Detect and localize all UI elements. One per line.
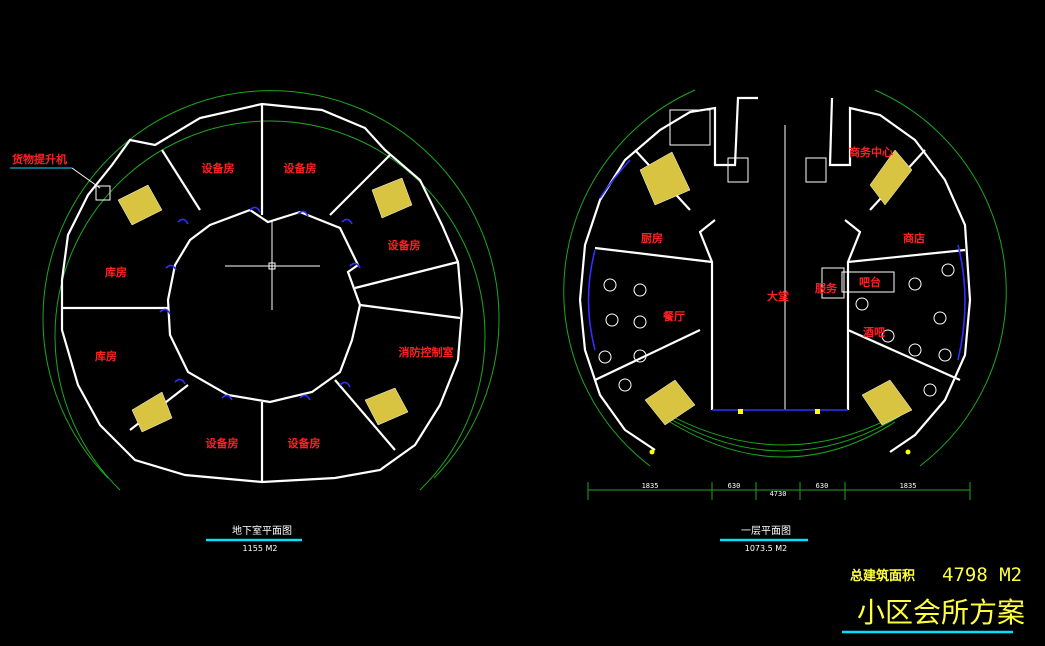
basement-room-equipment-5: 设备房 xyxy=(288,436,321,450)
grid-point-left xyxy=(649,449,655,455)
basement-core-wall xyxy=(166,208,362,404)
project-title: 小区会所方案 xyxy=(857,596,1025,629)
freight-lift-callout: 货物提升机 xyxy=(10,152,111,201)
basement-room-equipment-2: 设备房 xyxy=(284,161,317,175)
floor-outer-wall-right xyxy=(828,97,972,453)
basement-room-equipment-4: 设备房 xyxy=(206,436,239,450)
dim-1: 1835 xyxy=(642,482,659,490)
basement-plan-area: 1155 M2 xyxy=(243,544,278,553)
right-wing-walls xyxy=(821,149,966,382)
floor-openings xyxy=(587,159,966,411)
basement-outer-wall xyxy=(60,102,464,484)
dim-3: 4730 xyxy=(770,490,787,498)
basement-room-equipment-1: 设备房 xyxy=(202,161,235,175)
floor-room-business-center: 商务中心 xyxy=(849,145,893,159)
dining-tables xyxy=(598,278,647,392)
dim-4: 630 xyxy=(816,482,829,490)
floor-room-kitchen: 厨房 xyxy=(641,231,663,245)
column-marker-left xyxy=(738,409,743,414)
entrance-canopy xyxy=(659,409,906,458)
basement-partitions xyxy=(62,104,461,482)
basement-plan: 设备房 设备房 设备房 消防控制室 设备房 设备房 库房 库房 货物提升机 地下… xyxy=(10,90,500,553)
column-marker-right xyxy=(815,409,820,414)
basement-room-storage-2: 库房 xyxy=(95,349,117,363)
first-floor-plan-area: 1073.5 M2 xyxy=(745,544,788,553)
floor-room-bar: 酒吧 xyxy=(863,326,885,339)
floor-room-bar-counter: 吧台 xyxy=(859,275,881,289)
basement-doors xyxy=(159,206,361,401)
bar-tables xyxy=(855,263,955,397)
basement-plan-title: 地下室平面图 xyxy=(232,524,292,537)
total-area-value: 4798 M2 xyxy=(942,564,1022,586)
dim-2: 630 xyxy=(728,482,741,490)
basement-room-storage-1: 库房 xyxy=(105,265,127,279)
floor-elevators xyxy=(669,109,827,183)
basement-stairs xyxy=(117,177,413,433)
first-floor-plan-title: 一层平面图 xyxy=(741,525,791,537)
basement-dimension-ring xyxy=(42,90,500,491)
sheet-annotations: 总建筑面积 4798 M2 小区会所方案 xyxy=(842,564,1025,634)
floor-room-lobby: 大堂 xyxy=(767,289,789,303)
floor-stairs xyxy=(639,149,913,426)
floor-room-service: 服务 xyxy=(815,281,838,295)
cad-crosshair xyxy=(225,220,320,310)
dim-5: 1835 xyxy=(900,482,917,490)
basement-room-equipment-3: 设备房 xyxy=(388,238,421,252)
floor-dimension-ring xyxy=(563,89,1007,500)
floor-room-dining: 餐厅 xyxy=(662,309,685,323)
first-floor-plan: 1835 630 4730 630 1835 xyxy=(563,89,1007,553)
floor-room-shop: 商店 xyxy=(903,231,925,245)
basement-room-fire-control: 消防控制室 xyxy=(399,345,454,359)
freight-lift-label: 货物提升机 xyxy=(11,152,67,166)
grid-point-right xyxy=(905,449,911,455)
total-area-label: 总建筑面积 xyxy=(850,568,915,584)
